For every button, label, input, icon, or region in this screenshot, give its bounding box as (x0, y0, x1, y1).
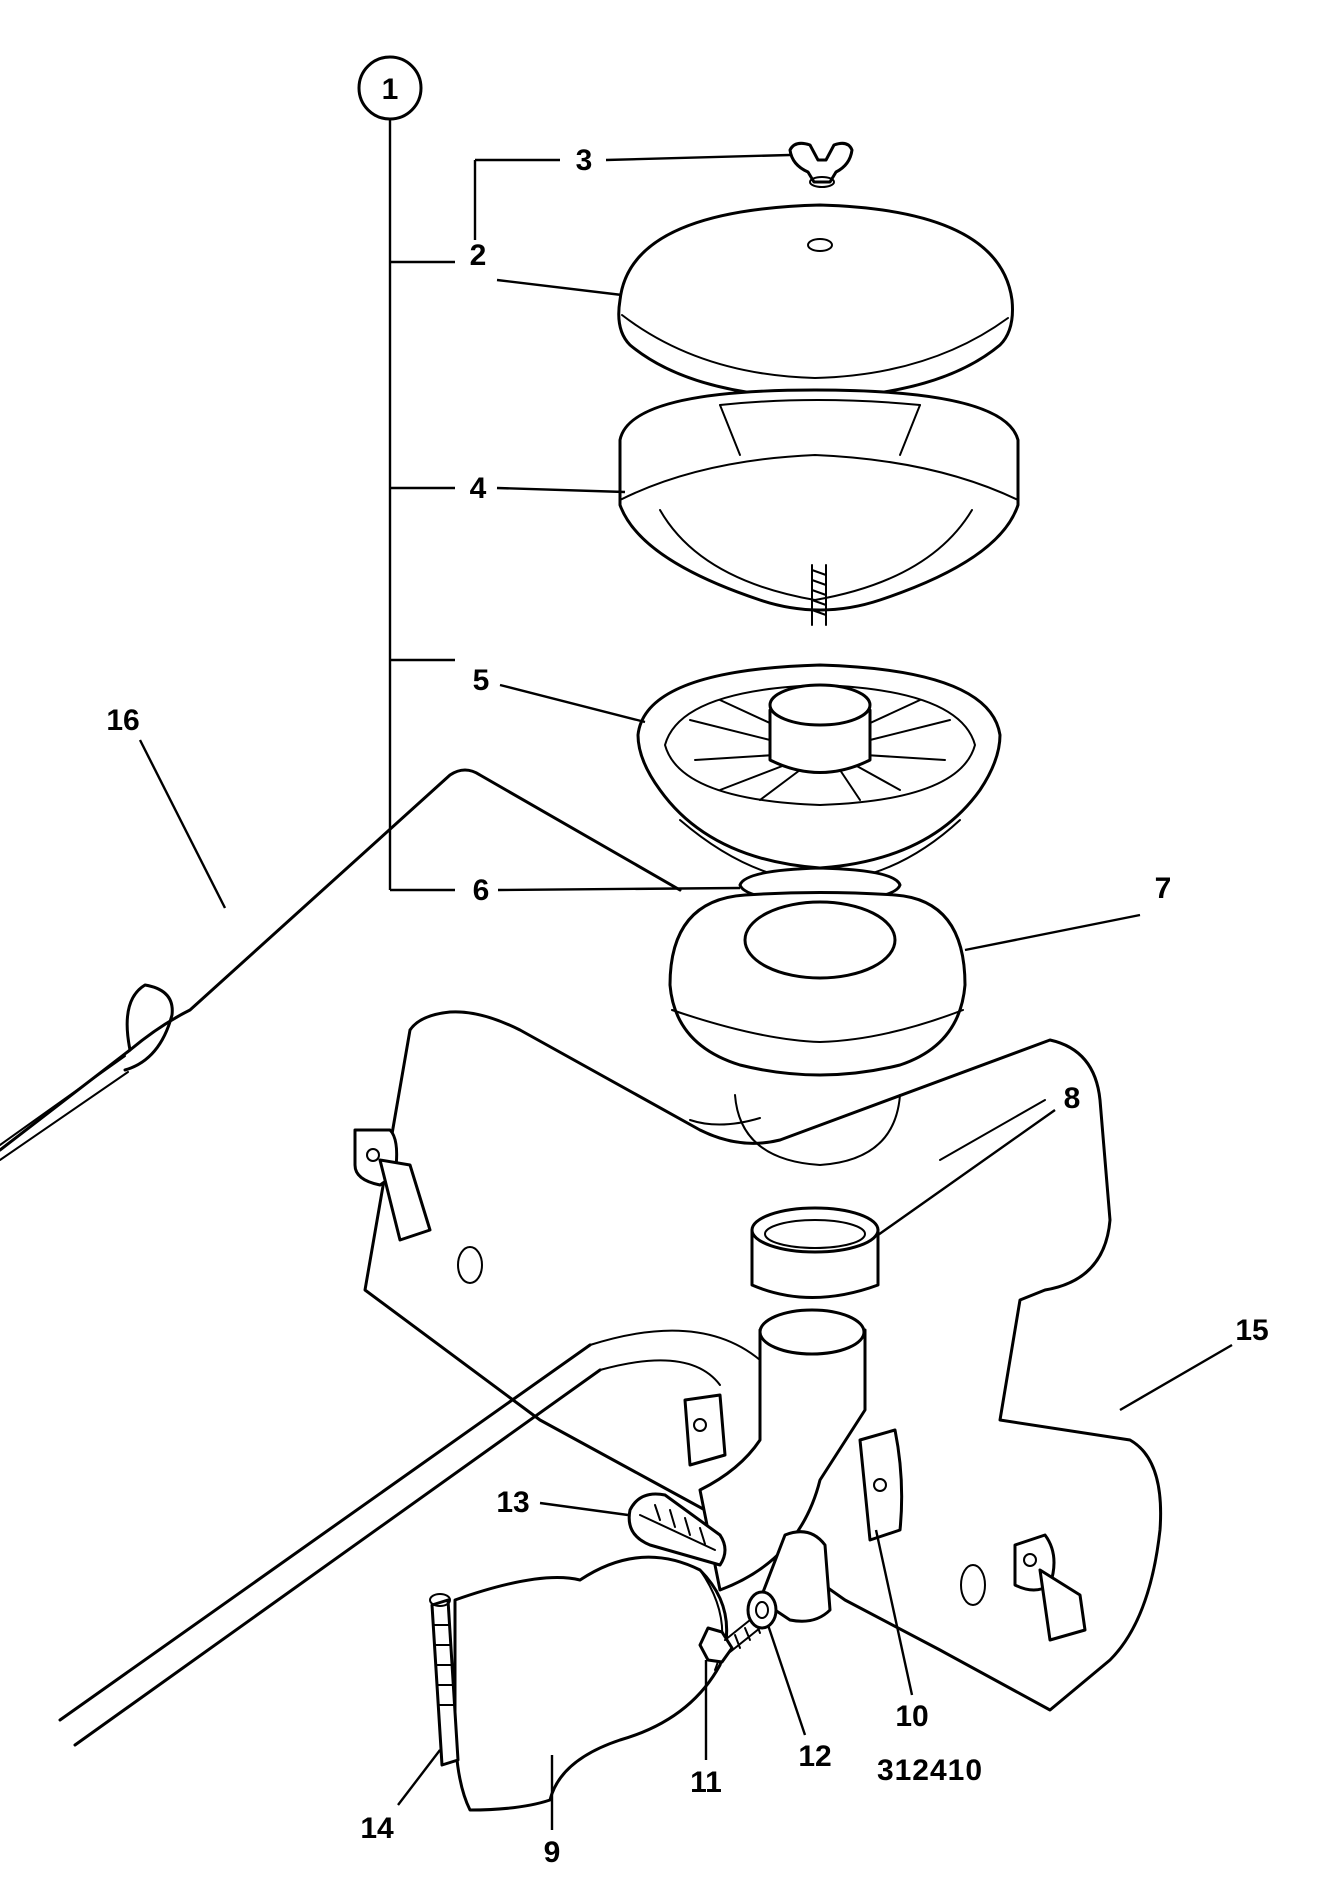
callout-6: 6 (473, 874, 490, 907)
part-14-clamp (429, 1593, 460, 1767)
callout-14: 14 (360, 1812, 394, 1845)
part-3-wing-nut (788, 141, 854, 188)
part-11-bolt (698, 1611, 766, 1664)
callout-10: 10 (895, 1700, 928, 1733)
part-5-filter-element (636, 663, 1002, 883)
callout-5: 5 (473, 664, 490, 697)
drawing-reference-number: 312410 (877, 1754, 983, 1787)
callout-11: 11 (690, 1766, 722, 1799)
callout-2: 2 (470, 239, 487, 272)
callout-3: 3 (576, 144, 593, 177)
intake-pipe (58, 1329, 761, 1747)
callout-1-circle (357, 55, 423, 121)
leader-lines (138, 118, 1233, 1830)
part-4-housing (618, 388, 1020, 626)
part-7-base (668, 891, 967, 1166)
callout-12: 12 (798, 1740, 831, 1773)
part-13-clamp (627, 1492, 727, 1567)
callout-1: 1 (382, 73, 399, 106)
callout-7: 7 (1155, 872, 1172, 905)
part-9-hose (453, 1555, 729, 1812)
part-8-sleeve (750, 1206, 880, 1299)
part-10-elbow (683, 1308, 904, 1623)
part-12-washer (746, 1590, 778, 1630)
callout-8: 8 (1064, 1082, 1081, 1115)
part-2-cover (617, 203, 1014, 400)
callout-15: 15 (1235, 1314, 1268, 1347)
callout-16: 16 (106, 704, 139, 737)
callout-9: 9 (544, 1836, 561, 1869)
callout-13: 13 (496, 1486, 529, 1519)
callout-labels: 1 2 3 4 5 6 7 8 9 10 11 12 13 14 15 16 (106, 55, 1269, 1869)
callout-4: 4 (470, 472, 487, 505)
part-16-duct (0, 768, 682, 1161)
